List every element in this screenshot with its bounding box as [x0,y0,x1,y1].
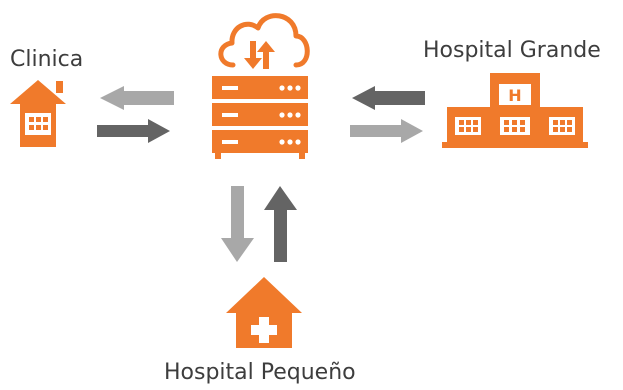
hospital-pequeno-label: Hospital Pequeño [164,360,356,385]
arrow-to-hospital-grande [350,119,423,143]
arrow-to-hospital-pequeno [221,186,254,262]
arrow-from-clinic [97,119,170,143]
arrow-to-server-right [352,86,425,110]
arrow-to-server-bottom [264,186,297,262]
cloud-sync-icon [218,13,310,69]
arrow-to-clinic [100,86,174,110]
server-icon [212,76,308,159]
hospital-grande-label: Hospital Grande [423,38,601,63]
hospital-cross-house-icon [226,277,302,348]
hospital-sign-letter: H [508,86,521,105]
clinica-label: Clinica [10,47,84,72]
hospital-building-icon: H [442,73,588,148]
clinic-building-icon [10,80,66,147]
